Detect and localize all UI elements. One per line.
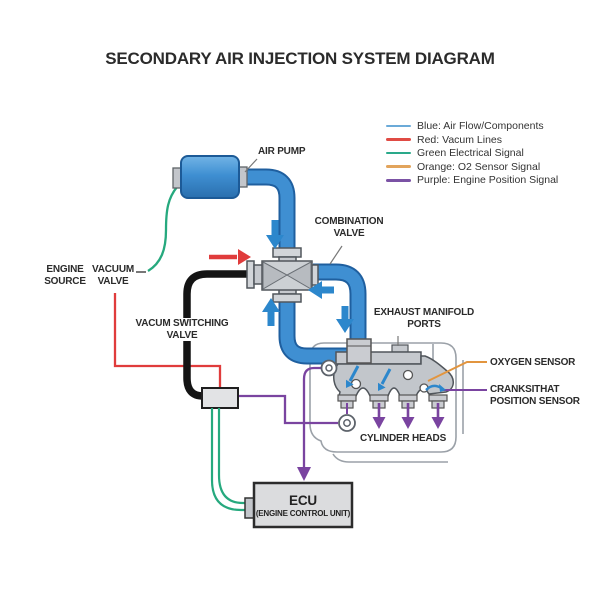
legend-swatch-purple	[386, 179, 411, 182]
manifold-ports-label-line1: EXHAUST MANIFOLD	[373, 307, 475, 318]
cylinder-port-arrows	[346, 403, 445, 429]
legend-swatch-red	[386, 138, 411, 141]
label-leaders	[244, 158, 399, 346]
vacuum-switching-valve-label: VACUM SWITCHING VALVE	[132, 318, 232, 341]
switching-valve-label-line2: VALVE	[166, 329, 198, 341]
manifold-inlet-fitting	[346, 338, 372, 364]
cylinder-heads-label: CYLINDER HEADS	[359, 433, 447, 444]
engine-position-sensor-bolt	[320, 359, 338, 377]
ecu-label: ECU (ENGINE CONTROL UNIT)	[254, 483, 352, 527]
manifold-port-fittings	[337, 394, 448, 409]
legend-item: Blue: Air Flow/Components	[386, 120, 558, 132]
ecu-title: ECU	[289, 492, 317, 508]
legend-swatch-orange	[386, 165, 411, 169]
legend-swatch-blue	[386, 124, 411, 128]
air-pump-label: AIR PUMP	[258, 146, 306, 157]
legend-label: Red: Vacum Lines	[417, 133, 503, 146]
vacuum-switching-valve-pipe	[183, 270, 252, 400]
vacuum-valve-label: VACUUM VALVE	[92, 264, 134, 287]
legend-label: Green Electrical Signal	[417, 147, 524, 160]
crank-sensor-label-line1: CRANKSITHAT	[490, 384, 560, 395]
page-title: SECONDARY AIR INJECTION SYSTEM DIAGRAM	[105, 49, 495, 68]
ecu-subtitle: (ENGINE CONTROL UNIT)	[255, 508, 351, 518]
legend-item: Green Electrical Signal	[386, 147, 558, 160]
air-flow-arrows	[262, 220, 446, 392]
manifold-ports-label-line2: PORTS	[407, 318, 441, 330]
crank-sensor-signal-line	[238, 394, 338, 425]
exhaust-manifold-ports-label: EXHAUST MANIFOLD PORTS	[374, 307, 474, 330]
ecu-box	[244, 481, 354, 529]
legend-label: Orange: O2 Sensor Signal	[417, 160, 541, 173]
vacuum-flow-arrow-icon	[238, 249, 251, 265]
legend-item: Orange: O2 Sensor Signal	[386, 160, 558, 173]
crank-sensor-label-line2: POSITION SENSOR	[490, 395, 580, 407]
engine-source-label-line1: ENGINE	[46, 264, 84, 275]
legend-swatch-green	[386, 151, 411, 155]
vacuum-switching-valve-body	[201, 387, 239, 409]
legend-label: Purple: Engine Position Signal	[417, 174, 559, 187]
legend-label: Blue: Air Flow/Components	[417, 120, 544, 132]
combination-valve-label: COMBINATION VALVE	[315, 216, 384, 239]
air-pump	[172, 155, 248, 199]
crankshaft-sensor-bolt	[338, 414, 356, 432]
oxygen-sensor-label: OXYGEN SENSOR	[490, 357, 576, 368]
legend: Blue: Air Flow/Components Red: Vacum Lin…	[386, 120, 559, 187]
vacuum-lines-red	[113, 254, 237, 387]
vacuum-valve-label-line2: VALVE	[97, 275, 129, 287]
engine-source-label-line2: SOURCE	[44, 275, 86, 287]
combination-valve-label-line2: VALVE	[333, 227, 365, 239]
air-flow-pipes	[240, 168, 367, 365]
electrical-line-ecu	[210, 408, 245, 512]
vacuum-valve-label-line1: VACUUM	[92, 264, 134, 275]
electrical-line-pump	[147, 186, 178, 272]
legend-item: Red: Vacum Lines	[386, 133, 558, 146]
switching-valve-label-line1: VACUM SWITCHING	[135, 318, 229, 329]
combination-valve	[246, 247, 319, 303]
signal-arrow-down-icon	[297, 467, 311, 481]
engine-source-label: ENGINE SOURCE	[44, 264, 86, 287]
combination-valve-label-line1: COMBINATION	[314, 216, 384, 227]
o2-sensor-line	[427, 361, 487, 382]
engine-position-signal-line	[297, 366, 321, 481]
crankshaft-position-sensor-label: CRANKSITHAT POSITION SENSOR	[490, 384, 580, 407]
legend-item: Purple: Engine Position Signal	[386, 174, 559, 187]
